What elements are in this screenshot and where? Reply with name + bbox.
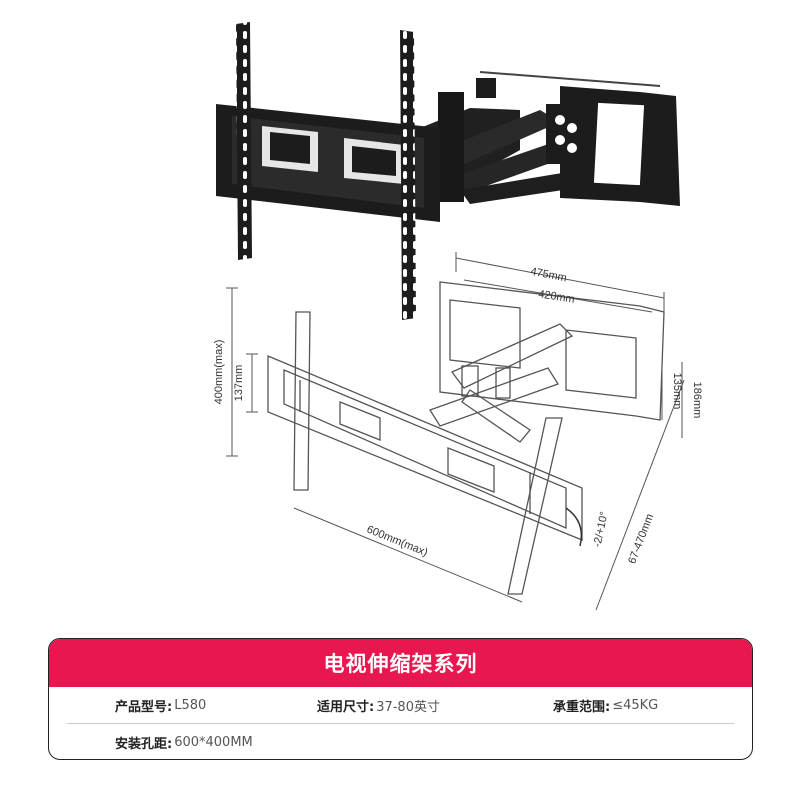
dim-475: 475mm: [529, 266, 567, 285]
dim-tilt: -2/+10°: [591, 511, 610, 549]
swing-arm-outline: [429, 323, 574, 443]
dim-420: 420mm: [537, 288, 575, 306]
vertical-rails-photo: [236, 22, 416, 320]
dim-137: 137mm: [233, 365, 245, 402]
spec-size: 适用尺寸: 37-80英寸: [317, 687, 440, 723]
spec-model-label: 产品型号:: [115, 699, 173, 715]
dim-135: 135mm: [671, 373, 683, 410]
spec-card: 电视伸缩架系列 产品型号: L580 适用尺寸: 37-80英寸 承重范围: ≤…: [48, 638, 753, 760]
spec-model-value: L580: [174, 697, 207, 713]
spec-load-label: 承重范围:: [553, 699, 611, 715]
spec-vesa-value: 600*400MM: [174, 734, 253, 750]
spec-load-value: ≤45KG: [612, 697, 659, 713]
spec-vesa: 安装孔距: 600*400MM: [115, 724, 253, 759]
spec-row-2: 安装孔距: 600*400MM: [67, 724, 734, 759]
wall-plate-photo: [476, 71, 680, 206]
main-frame-outline: [267, 355, 583, 541]
spec-row-1: 产品型号: L580 适用尺寸: 37-80英寸 承重范围: ≤45KG: [67, 687, 734, 724]
tilt-arrow: [565, 507, 583, 547]
bracket-diagram: [267, 281, 665, 595]
vertical-rails-outline: [293, 311, 563, 595]
swing-arm-photo: [420, 92, 590, 204]
main-frame-photo: [216, 104, 440, 222]
dim-400: 400mm(max): [213, 340, 225, 405]
spec-size-value: 37-80英寸: [376, 699, 440, 715]
spec-model: 产品型号: L580: [115, 687, 206, 723]
dim-186: 186mm: [691, 382, 703, 419]
wall-plate-outline: [439, 281, 665, 421]
product-illustration: 475mm 420mm 400mm(max) 137mm 135mm 186mm…: [213, 22, 703, 611]
spec-load: 承重范围: ≤45KG: [553, 687, 658, 723]
spec-vesa-label: 安装孔距:: [115, 736, 173, 752]
bracket-photo: [216, 22, 680, 320]
spec-title: 电视伸缩架系列: [49, 639, 752, 687]
spec-size-label: 适用尺寸:: [317, 699, 375, 715]
dimension-lines: [226, 252, 685, 611]
